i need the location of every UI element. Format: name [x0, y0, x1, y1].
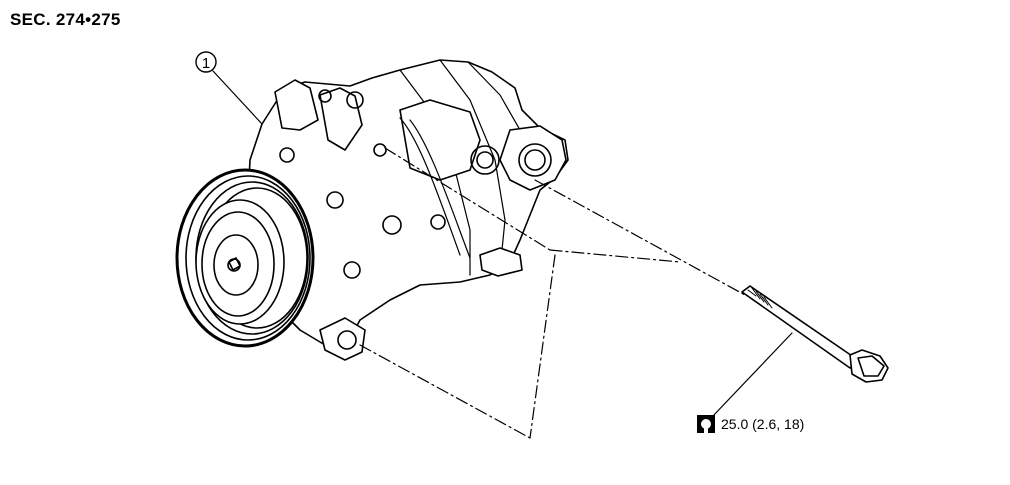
svg-text:1: 1 — [202, 55, 210, 72]
section-title: SEC. 274•275 — [10, 10, 121, 29]
torque-wrench-icon — [697, 415, 715, 433]
torque-value: 25.0 (2.6, 18) — [721, 416, 805, 432]
compressor-body — [247, 59, 569, 361]
torque-leader-line — [711, 332, 793, 418]
torque-spec: 25.0 (2.6, 18) — [697, 415, 804, 433]
bolt-leader-lines — [359, 147, 746, 439]
callout-1: 1 — [195, 51, 263, 125]
mounting-bolt — [741, 285, 889, 383]
compressor-pulley — [175, 168, 315, 348]
